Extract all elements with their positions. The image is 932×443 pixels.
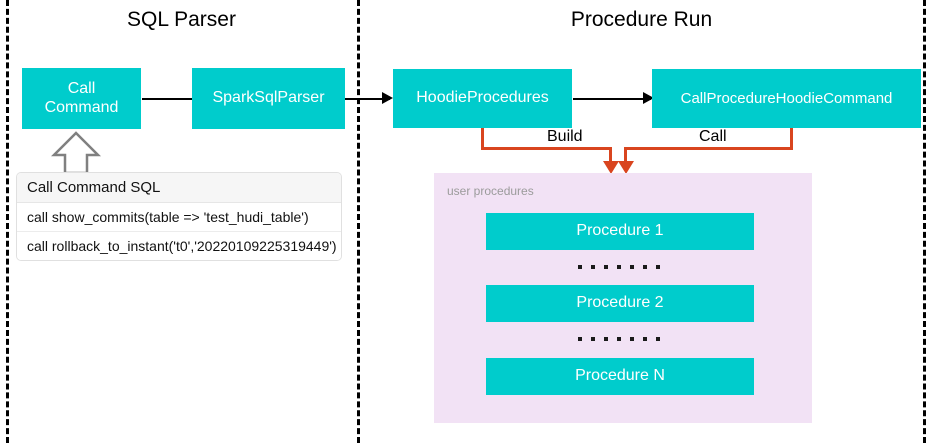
- node-call-command-line2: Command: [44, 98, 119, 116]
- arrow-call-command-to-parser: [142, 98, 194, 100]
- arrow-parser-to-hoodieprocedures: [345, 98, 390, 100]
- sql-card-row-1: call show_commits(table => 'test_hudi_ta…: [17, 203, 341, 232]
- node-spark-sql-parser[interactable]: SparkSqlParser: [192, 68, 345, 129]
- arrow-head-to-hoodieprocedures-icon: [382, 92, 393, 104]
- node-call-procedure-hoodie-command[interactable]: CallProcedureHoodieCommand: [652, 69, 921, 128]
- node-call-command[interactable]: Call Command: [22, 68, 141, 129]
- divider-right: [923, 0, 926, 443]
- orange-build-vertical-left: [481, 128, 484, 150]
- node-procedure-1[interactable]: Procedure 1: [486, 213, 754, 250]
- sql-card-header: Call Command SQL: [17, 173, 341, 203]
- section-title-sql-parser: SQL Parser: [127, 8, 236, 31]
- sql-card-row-2: call rollback_to_instant('t0','202201092…: [17, 232, 341, 260]
- orange-call-arrowhead-icon: [618, 161, 634, 174]
- node-hoodie-procedures[interactable]: HoodieProcedures: [393, 69, 572, 128]
- edge-label-build: Build: [542, 128, 588, 146]
- node-procedure-2[interactable]: Procedure 2: [486, 285, 754, 322]
- orange-build-arrowhead-icon: [603, 161, 619, 174]
- arrow-hoodieprocedures-to-callprocedure: [573, 98, 651, 100]
- orange-build-vertical-right: [609, 147, 612, 164]
- orange-call-horizontal: [624, 147, 793, 150]
- ellipsis-separator-2: [578, 337, 660, 341]
- node-procedure-n[interactable]: Procedure N: [486, 358, 754, 395]
- user-procedures-label: user procedures: [447, 184, 534, 198]
- orange-call-vertical-right: [790, 128, 793, 150]
- sql-card: Call Command SQL call show_commits(table…: [16, 172, 342, 261]
- node-call-command-line1: Call: [67, 80, 96, 98]
- arrow-head-to-callprocedure-icon: [643, 92, 654, 104]
- orange-call-vertical-left: [624, 147, 627, 164]
- orange-build-horizontal: [481, 147, 612, 150]
- section-title-procedure-run: Procedure Run: [570, 8, 713, 31]
- ellipsis-separator-1: [578, 265, 660, 269]
- divider-left: [6, 0, 9, 443]
- edge-label-call: Call: [694, 128, 732, 146]
- divider-middle: [357, 0, 360, 443]
